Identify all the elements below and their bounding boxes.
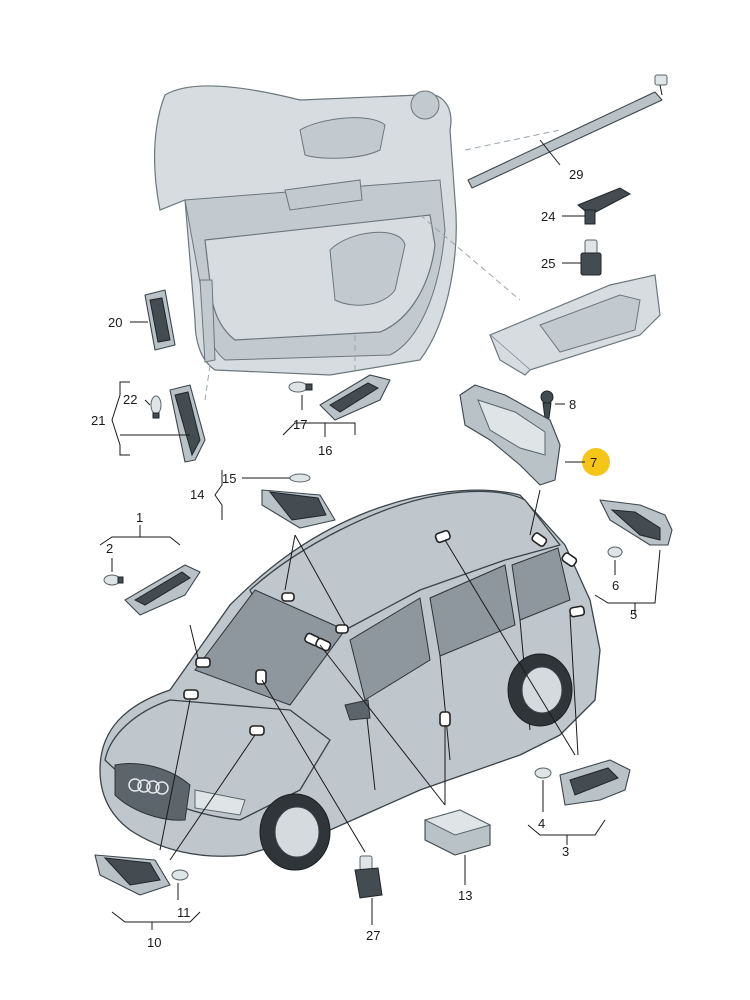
part-25-bulb-holder	[580, 239, 602, 276]
part-27-switch	[354, 855, 383, 899]
audi-rings-logo	[128, 778, 169, 795]
callout-2: 2	[106, 541, 113, 556]
callout-17: 17	[293, 417, 307, 432]
part-16-lamp-unit	[319, 374, 391, 421]
part-17-bulb	[288, 381, 313, 393]
part-13-control-unit	[423, 809, 492, 856]
part-21-lamp-housing	[169, 384, 206, 463]
callout-11: 11	[177, 905, 191, 920]
callout-3: 3	[562, 844, 569, 859]
callout-25: 25	[541, 256, 555, 271]
part-11-bulb	[171, 869, 189, 881]
highlight-marker	[582, 448, 610, 476]
part-1-lamp-unit	[124, 564, 201, 616]
callout-22: 22	[123, 392, 137, 407]
part-7-bracket	[459, 384, 561, 486]
callout-24: 24	[541, 209, 555, 224]
part-14-lamp-unit	[261, 489, 336, 529]
callout-5: 5	[630, 607, 637, 622]
door-panel	[153, 85, 457, 376]
callout-15: 15	[222, 471, 236, 486]
callout-7: 7	[590, 455, 597, 470]
part-10-lamp-unit	[94, 854, 171, 896]
part-15-bulb	[289, 473, 311, 483]
callout-1: 1	[136, 510, 143, 525]
lamp-position-markers	[183, 529, 586, 736]
callout-10: 10	[147, 935, 161, 950]
callout-13: 13	[458, 888, 472, 903]
part-3-lamp-housing	[559, 759, 631, 806]
vehicle-suv	[99, 489, 601, 871]
part-6-bulb	[607, 546, 623, 558]
door-handle-housing	[488, 274, 661, 376]
callout-4: 4	[538, 816, 545, 831]
part-24-connector	[577, 187, 632, 225]
callout-20: 20	[108, 315, 122, 330]
part-29-trim-strip	[467, 74, 668, 189]
callout-27: 27	[366, 928, 380, 943]
part-5-lamp-housing	[599, 499, 673, 546]
callout-14: 14	[190, 487, 204, 502]
part-2-bulb	[103, 574, 124, 586]
part-20-lamp	[144, 289, 176, 351]
part-22-bulb	[150, 395, 162, 419]
part-8-screw	[540, 390, 554, 419]
part-4-bulb	[534, 767, 552, 779]
callout-21: 21	[91, 413, 105, 428]
callout-8: 8	[569, 397, 576, 412]
callout-16: 16	[318, 443, 332, 458]
callout-29: 29	[569, 167, 583, 182]
callout-6: 6	[612, 578, 619, 593]
